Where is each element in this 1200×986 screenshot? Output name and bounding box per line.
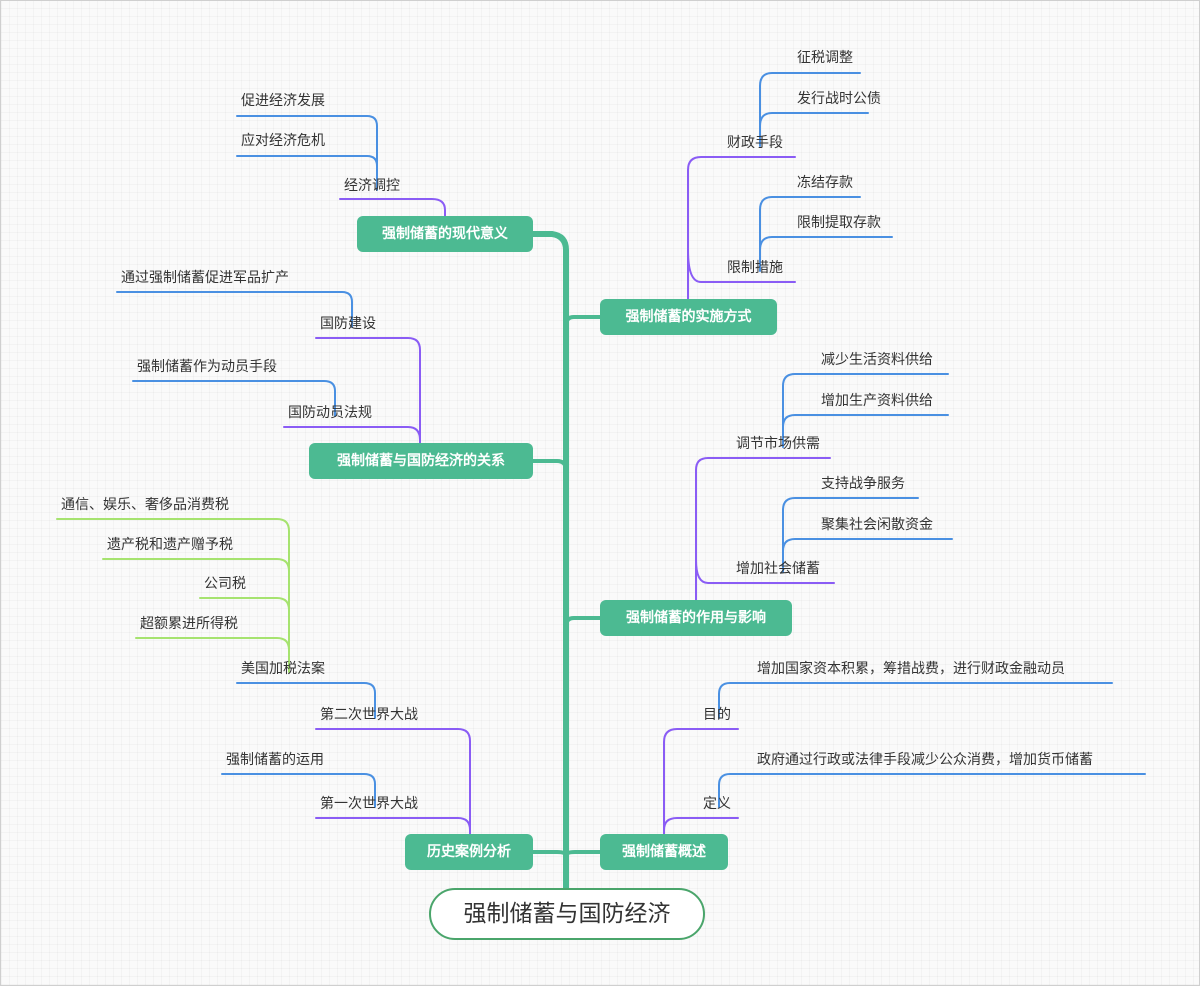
line-tax-adjustment — [759, 72, 861, 147]
leaf-reduce-consumer-goods[interactable]: 减少生活资料供给 — [821, 352, 933, 368]
line-limit-withdrawal — [759, 236, 893, 251]
node-defense-construction[interactable]: 国防建设 — [320, 316, 376, 332]
leaf-consumption-tax[interactable]: 通信、娱乐、奢侈品消费税 — [61, 497, 229, 513]
trunk-to-effects — [564, 616, 602, 628]
leaf-mobilization-means[interactable]: 强制储蓄作为动员手段 — [137, 359, 277, 375]
line-freeze-deposits — [759, 196, 861, 272]
branch-effects[interactable]: 强制储蓄的作用与影响 — [600, 600, 792, 636]
line-purpose — [663, 728, 739, 835]
branch-modern-significance[interactable]: 强制储蓄的现代意义 — [357, 216, 533, 252]
node-market-supply-demand[interactable]: 调节市场供需 — [736, 436, 820, 452]
line-reduce-consumer-goods — [782, 373, 949, 448]
leaf-promote-growth[interactable]: 促进经济发展 — [241, 93, 325, 109]
line-restrictions — [687, 249, 796, 283]
line-estate-tax — [102, 558, 290, 572]
node-fiscal-means[interactable]: 财政手段 — [727, 135, 783, 151]
line-consumption-tax — [56, 518, 290, 673]
node-mobilization-law[interactable]: 国防动员法规 — [288, 405, 372, 421]
line-corporate-tax — [199, 597, 290, 611]
leaf-limit-withdrawal[interactable]: 限制提取存款 — [797, 215, 881, 231]
node-ww1[interactable]: 第一次世界大战 — [320, 796, 418, 812]
line-definition-text — [718, 773, 1146, 808]
line-defense-construction — [315, 337, 421, 444]
leaf-corporate-tax[interactable]: 公司税 — [204, 576, 246, 592]
trunk-to-overview — [564, 850, 602, 858]
line-ww1 — [315, 817, 471, 831]
leaf-estate-tax[interactable]: 遗产税和遗产赠予税 — [107, 537, 233, 553]
line-purpose-text — [718, 682, 1113, 719]
branch-history[interactable]: 历史案例分析 — [405, 834, 533, 870]
trunk-line — [530, 231, 569, 891]
root-topic[interactable]: 强制储蓄与国防经济 — [429, 888, 705, 940]
leaf-excess-profits-tax[interactable]: 超额累进所得税 — [140, 616, 238, 632]
leaf-definition-text[interactable]: 政府通过行政或法律手段减少公众消费，增加货币储蓄 — [757, 752, 1093, 768]
branch-overview[interactable]: 强制储蓄概述 — [600, 834, 728, 870]
trunk-to-relationship — [531, 459, 568, 472]
leaf-increase-capital-goods[interactable]: 增加生产资料供给 — [821, 393, 933, 409]
leaf-tax-adjustment[interactable]: 征税调整 — [797, 50, 853, 66]
line-excess-profits-tax — [135, 637, 290, 651]
line-increase-savings — [695, 559, 835, 584]
node-us-tax-act[interactable]: 美国加税法案 — [241, 661, 325, 677]
node-ww2[interactable]: 第二次世界大战 — [320, 707, 418, 723]
line-definition — [663, 817, 739, 831]
node-restrictions[interactable]: 限制措施 — [727, 260, 783, 276]
leaf-forced-savings-use[interactable]: 强制储蓄的运用 — [226, 752, 324, 768]
line-military-production — [116, 291, 353, 328]
line-increase-capital-goods — [782, 414, 949, 428]
trunk-to-history — [531, 850, 568, 858]
line-handle-crisis — [236, 155, 378, 167]
leaf-war-bonds[interactable]: 发行战时公债 — [797, 91, 881, 107]
branch-implementation[interactable]: 强制储蓄的实施方式 — [600, 299, 777, 335]
line-mobilization-law — [283, 426, 421, 441]
line-forced-savings-use — [221, 773, 376, 808]
line-fiscal-means — [687, 156, 796, 300]
line-ww2 — [315, 728, 471, 835]
leaf-support-war[interactable]: 支持战争服务 — [821, 476, 905, 492]
line-market-supply-demand — [695, 457, 831, 601]
branch-relationship[interactable]: 强制储蓄与国防经济的关系 — [309, 443, 533, 479]
trunk-to-implementation — [564, 315, 602, 327]
node-definition[interactable]: 定义 — [703, 796, 731, 812]
leaf-handle-crisis[interactable]: 应对经济危机 — [241, 133, 325, 149]
node-increase-savings[interactable]: 增加社会储蓄 — [736, 561, 820, 577]
line-promote-growth — [236, 115, 378, 191]
line-war-bonds — [759, 112, 869, 127]
leaf-purpose-text[interactable]: 增加国家资本积累，筹措战费，进行财政金融动员 — [757, 661, 1065, 677]
node-purpose[interactable]: 目的 — [703, 707, 731, 723]
node-economic-regulation[interactable]: 经济调控 — [344, 178, 400, 194]
line-gather-idle-funds — [782, 538, 953, 552]
line-us-tax-act — [236, 682, 376, 719]
leaf-gather-idle-funds[interactable]: 聚集社会闲散资金 — [821, 517, 933, 533]
line-economic-regulation — [339, 198, 446, 217]
line-mobilization-means — [132, 380, 336, 417]
leaf-military-production[interactable]: 通过强制储蓄促进军品扩产 — [121, 270, 289, 286]
leaf-freeze-deposits[interactable]: 冻结存款 — [797, 175, 853, 191]
line-support-war — [782, 497, 919, 573]
